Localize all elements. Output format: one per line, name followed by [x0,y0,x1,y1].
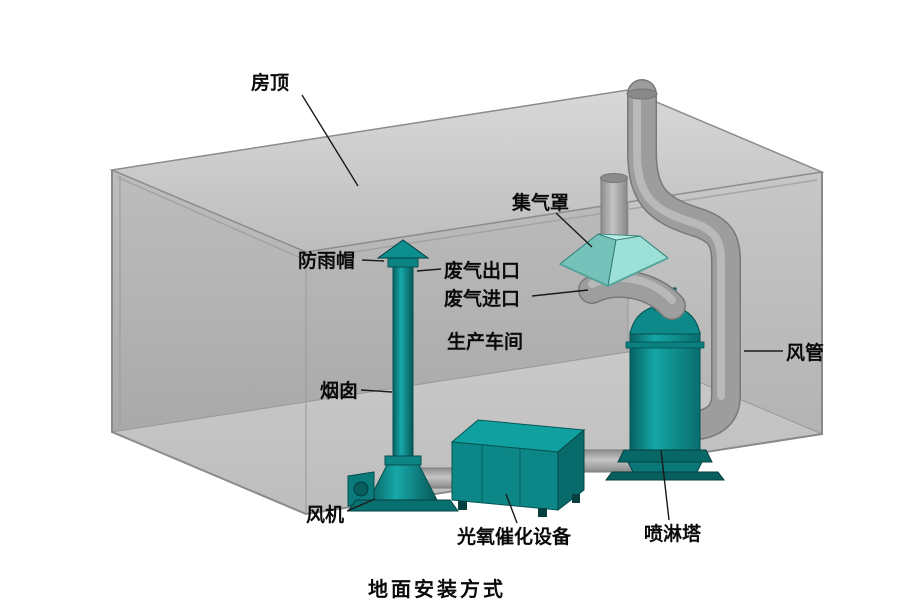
air-duct-highlight [633,90,725,400]
label-hood: 集气罩 [511,191,569,214]
label-catalytic: 光氧催化设备 [456,525,572,548]
leader-lines [301,94,783,524]
catalytic-foot-back [572,494,580,503]
leader-outlet [416,268,442,272]
catalytic-foot-left [458,501,467,510]
spray-tower-body [629,331,701,453]
catalytic-foot-right [538,508,547,517]
spray-tower-flange [617,449,713,463]
catalytic-front-face [451,441,559,511]
spray-tower-ring [625,341,705,349]
label-rain-cap: 防雨帽 [298,249,355,272]
rain-cap-cone [376,239,430,259]
chimney-top-flange [387,257,419,268]
diagram-caption: 地面安装方式 [368,577,506,601]
hood-top-plate [597,233,641,241]
hood-bottom-rim [559,257,669,288]
catalytic-unit [450,419,586,517]
leader-hood [555,212,593,248]
hood-riser-pipe [600,177,628,243]
leader-rain-cap [361,259,385,262]
catalytic-right-face [557,428,585,512]
label-tower: 喷淋塔 [644,522,702,545]
label-duct: 风管 [786,341,824,364]
chimney-bottom-flange [384,455,422,466]
hood-riser-opening [600,173,628,183]
leader-fan [346,498,376,512]
chimney-assembly [347,239,459,512]
label-outlet: 废气出口 [444,259,520,282]
label-workshop: 生产车间 [447,330,523,353]
inlet-duct [579,271,685,319]
leader-roof [301,94,359,187]
label-roof: 房顶 [251,71,289,94]
leader-inlet [531,289,589,297]
label-chimney: 烟囱 [320,379,358,402]
leader-tower [660,449,670,521]
fan-base-plate [347,499,459,512]
fan-motor-cap [353,481,369,497]
roof-slab-edge-left [116,176,304,260]
leader-catalytic [505,493,518,524]
spray-tower-base-plate [605,471,725,481]
chimney-stack [392,265,414,463]
gas-collection-hood [559,233,669,288]
label-fan: 风机 [306,504,344,526]
label-inlet: 废气进口 [444,287,520,310]
labels: 房顶 集气罩 防雨帽 废气出口 废气进口 生产车间 烟囱 风管 风机 光氧催化设… [251,71,824,601]
air-duct-top-opening [626,88,658,100]
leader-chimney [360,389,393,393]
